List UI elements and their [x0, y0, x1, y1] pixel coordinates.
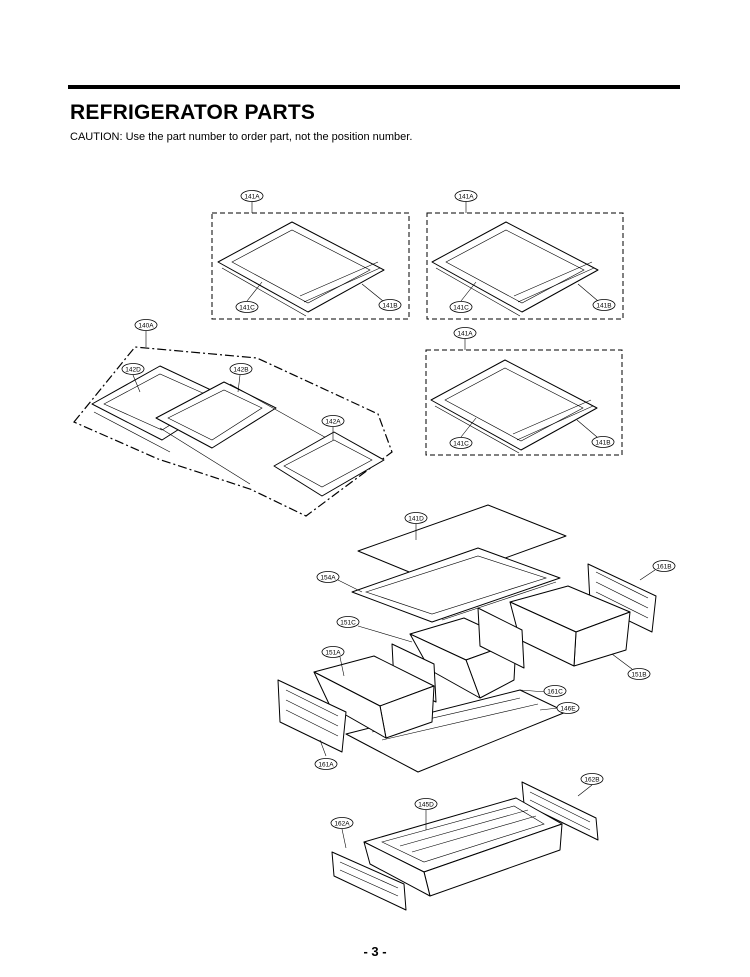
shelf-assembly-2: [426, 212, 624, 320]
page-title: REFRIGERATOR PARTS: [70, 101, 316, 124]
callout-141C-2: 141C: [449, 301, 473, 313]
bottom-drawer-assembly: [331, 781, 599, 911]
callout-141B-1: 141B: [378, 299, 402, 311]
svg-text:141C: 141C: [453, 441, 469, 448]
svg-text:141B: 141B: [596, 303, 611, 310]
callout-142B: 142B: [229, 363, 253, 375]
callout-141A-3: 141A: [453, 327, 477, 339]
svg-text:141A: 141A: [458, 194, 474, 201]
svg-text:142B: 142B: [233, 367, 248, 374]
svg-text:142A: 142A: [325, 419, 341, 426]
svg-text:142D: 142D: [125, 367, 141, 374]
callout-141D: 141D: [404, 512, 428, 524]
callout-141C-1: 141C: [235, 301, 259, 313]
svg-text:141C: 141C: [239, 305, 255, 312]
svg-text:146E: 146E: [560, 706, 576, 713]
svg-text:145D: 145D: [418, 802, 434, 809]
header-rule: [68, 85, 680, 89]
svg-text:141C: 141C: [453, 305, 469, 312]
callout-141A-2: 141A: [454, 190, 478, 202]
callout-154A: 154A: [316, 571, 340, 583]
svg-text:141B: 141B: [595, 440, 610, 447]
svg-text:151C: 151C: [340, 620, 356, 627]
callout-161A: 161A: [314, 758, 338, 770]
svg-text:154A: 154A: [320, 575, 336, 582]
callout-151B: 151B: [627, 668, 651, 680]
svg-text:140A: 140A: [138, 323, 154, 330]
svg-text:141A: 141A: [457, 331, 473, 338]
shelf-assembly-1: [211, 212, 410, 320]
callout-141B-2: 141B: [592, 299, 616, 311]
svg-text:141D: 141D: [408, 516, 424, 523]
crisper-assembly: [277, 504, 657, 773]
svg-text:162A: 162A: [334, 821, 350, 828]
callout-151A: 151A: [321, 646, 345, 658]
callout-140A: 140A: [134, 319, 158, 331]
svg-text:161B: 161B: [656, 564, 671, 571]
callout-141B-3: 141B: [591, 436, 615, 448]
svg-text:162B: 162B: [584, 777, 599, 784]
folding-shelf-assembly: [73, 346, 393, 517]
callout-162B: 162B: [580, 773, 604, 785]
callout-142A: 142A: [321, 415, 345, 427]
shelf-assembly-3: [425, 349, 623, 456]
svg-text:141B: 141B: [382, 303, 397, 310]
caution-note: CAUTION: Use the part number to order pa…: [70, 131, 413, 143]
callout-141A-1: 141A: [240, 190, 264, 202]
svg-text:141A: 141A: [244, 194, 260, 201]
callout-146E: 146E: [556, 702, 580, 714]
callout-145D: 145D: [414, 798, 438, 810]
callout-161C: 161C: [543, 685, 567, 697]
callout-161B: 161B: [652, 560, 676, 572]
svg-text:151B: 151B: [631, 672, 646, 679]
svg-text:161A: 161A: [318, 762, 334, 769]
svg-text:161C: 161C: [547, 689, 563, 696]
callout-141C-3: 141C: [449, 437, 473, 449]
page-number: - 3 -: [363, 944, 387, 959]
callout-162A: 162A: [330, 817, 354, 829]
callout-151C: 151C: [336, 616, 360, 628]
callout-142D: 142D: [121, 363, 145, 375]
svg-text:151A: 151A: [325, 650, 341, 657]
